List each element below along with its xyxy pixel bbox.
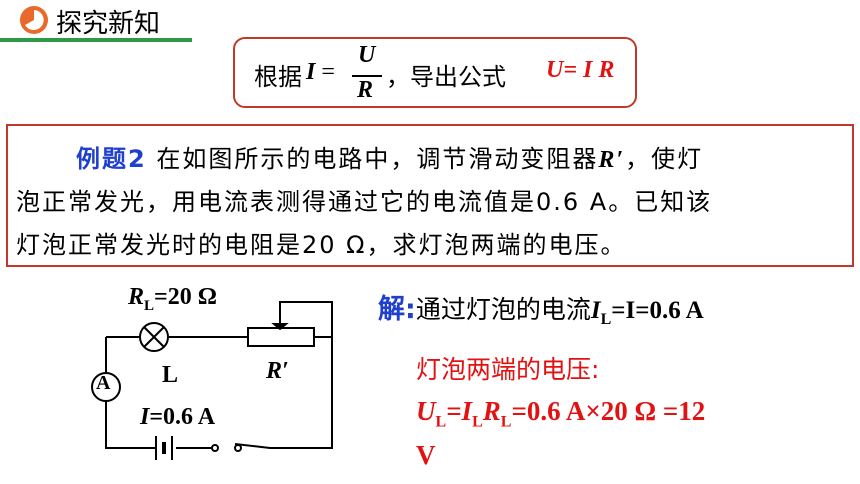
solution-line-1-sub: L: [600, 311, 612, 328]
problem-line-1-text: 在如图所示的电路中，调节滑动变阻器: [156, 145, 599, 173]
formula-result: U= I R: [546, 57, 615, 83]
solution-line-1-var: I: [590, 297, 601, 324]
rheostat-icon: [247, 323, 315, 347]
formula-box: [233, 37, 637, 108]
current-label: I=0.6 A: [140, 404, 215, 431]
problem-line-1-end: ，使灯: [625, 145, 704, 173]
page-title: 探究新知: [56, 9, 161, 39]
formula-lhs-var: I: [306, 59, 316, 85]
formula-numerator: U: [358, 42, 376, 68]
problem-line-1: 例题2 在如图所示的电路中，调节滑动变阻器R′，使灯: [76, 139, 703, 174]
current-label-value: =0.6 A: [149, 404, 216, 430]
problem-line-1-var: R′: [598, 147, 626, 173]
fraction-bar: [352, 75, 382, 77]
formula-prefix: 根据: [254, 63, 302, 91]
solution-line-4: V: [416, 440, 436, 470]
solution-i-sub: L: [472, 413, 483, 431]
formula-middle: ，导出公式: [386, 63, 506, 91]
formula-denominator: R: [357, 77, 374, 103]
lamp-label: L: [162, 362, 179, 388]
problem-line-3: 灯泡正常发光时的电阻是20 Ω，求灯泡两端的电压。: [16, 231, 627, 259]
solution-i: =I: [446, 396, 473, 426]
lamp-icon: [139, 322, 169, 352]
problem-label: 例题2: [76, 145, 147, 173]
solution-line-1-text: 通过灯泡的电流: [415, 295, 591, 324]
pie-chart-icon: [20, 6, 48, 34]
header-bar: 探究新知: [0, 0, 195, 44]
lamp-resistance-var: R: [128, 284, 145, 310]
solution-u: U: [416, 396, 436, 426]
solution-line-3: UL=ILRL=0.6 A×20 Ω =12: [416, 396, 705, 431]
lamp-resistance-label: RL=20 Ω: [128, 284, 217, 315]
lamp-resistance-sub: L: [144, 297, 155, 314]
formula-lhs: I =: [306, 57, 335, 86]
solution-line-3-rest: =0.6 A×20 Ω =12: [511, 396, 706, 426]
solution-line-2: 灯泡两端的电压:: [416, 355, 600, 384]
problem-line-2: 泡正常发光，用电流表测得通过它的电流值是0.6 A。已知该: [16, 188, 713, 216]
solution-line-1-rest: =I=0.6 A: [611, 297, 704, 324]
battery-icon: [155, 436, 173, 460]
ammeter-label: A: [96, 372, 111, 394]
ammeter-icon: [91, 372, 121, 402]
rheostat-label: R′: [266, 358, 289, 384]
solution-u-sub: L: [435, 413, 447, 431]
current-label-var: I: [140, 404, 150, 430]
solution-line-1: 解:通过灯泡的电流IL=I=0.6 A: [378, 287, 704, 329]
formula-equals: =: [315, 59, 335, 85]
circuit-diagram: [91, 301, 333, 460]
problem-box: [6, 124, 854, 267]
solution-r-sub: L: [500, 413, 512, 431]
solution-r: R: [482, 396, 501, 426]
solution-label: 解:: [378, 294, 416, 325]
switch-icon: [211, 444, 242, 452]
header-underline: [0, 38, 192, 42]
lamp-resistance-value: =20 Ω: [154, 284, 217, 310]
